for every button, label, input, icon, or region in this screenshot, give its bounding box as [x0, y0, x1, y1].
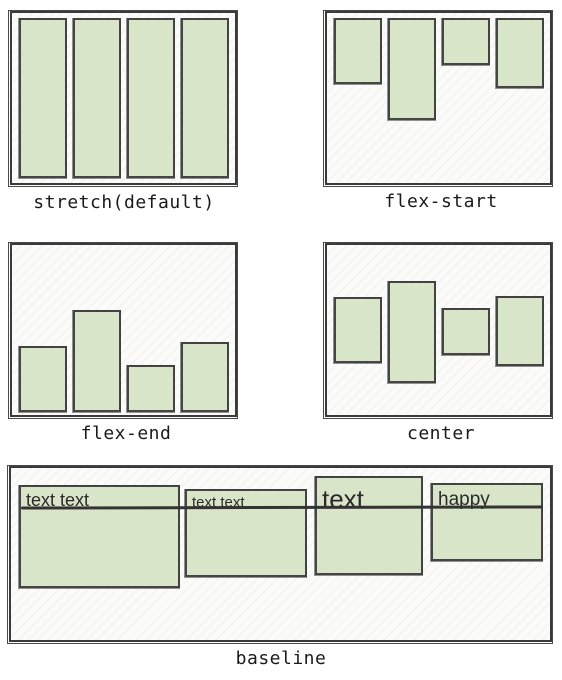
- stretch-item-1: [18, 18, 67, 179]
- flex-end-item-2: [72, 310, 121, 413]
- baseline-item-4: happy: [430, 483, 543, 562]
- stretch-panel: [8, 10, 238, 187]
- baseline-item-text: happy: [438, 489, 490, 510]
- center-item-4: [495, 296, 544, 367]
- flex-start-panel: [323, 10, 553, 187]
- baseline-item-2: text text: [184, 489, 307, 578]
- center-caption: center: [406, 423, 476, 444]
- center-item-1: [333, 297, 382, 364]
- center-panel: [323, 242, 553, 419]
- baseline-item-3: text: [314, 476, 423, 576]
- baseline-panel: text text text text text happy: [7, 465, 553, 644]
- flex-start-item-3: [441, 18, 490, 66]
- flex-start-caption: flex-start: [384, 191, 498, 212]
- stretch-item-4: [180, 18, 229, 179]
- baseline-item-text: text text: [26, 490, 90, 510]
- center-item-3: [441, 308, 490, 356]
- baseline-caption: baseline: [235, 648, 327, 669]
- center-item-2: [387, 281, 436, 384]
- stretch-item-2: [72, 18, 121, 179]
- flex-end-item-4: [180, 342, 229, 413]
- flex-end-item-3: [126, 365, 175, 413]
- stretch-caption: stretch(default): [33, 192, 215, 213]
- flex-start-item-1: [333, 18, 382, 85]
- stretch-item-3: [126, 18, 175, 179]
- flex-start-item-4: [495, 18, 544, 89]
- flex-end-caption: flex-end: [80, 423, 172, 444]
- flex-start-item-2: [387, 18, 436, 121]
- baseline-item-1: text text: [18, 485, 180, 589]
- flex-end-item-1: [18, 346, 67, 413]
- flex-end-panel: [8, 242, 238, 419]
